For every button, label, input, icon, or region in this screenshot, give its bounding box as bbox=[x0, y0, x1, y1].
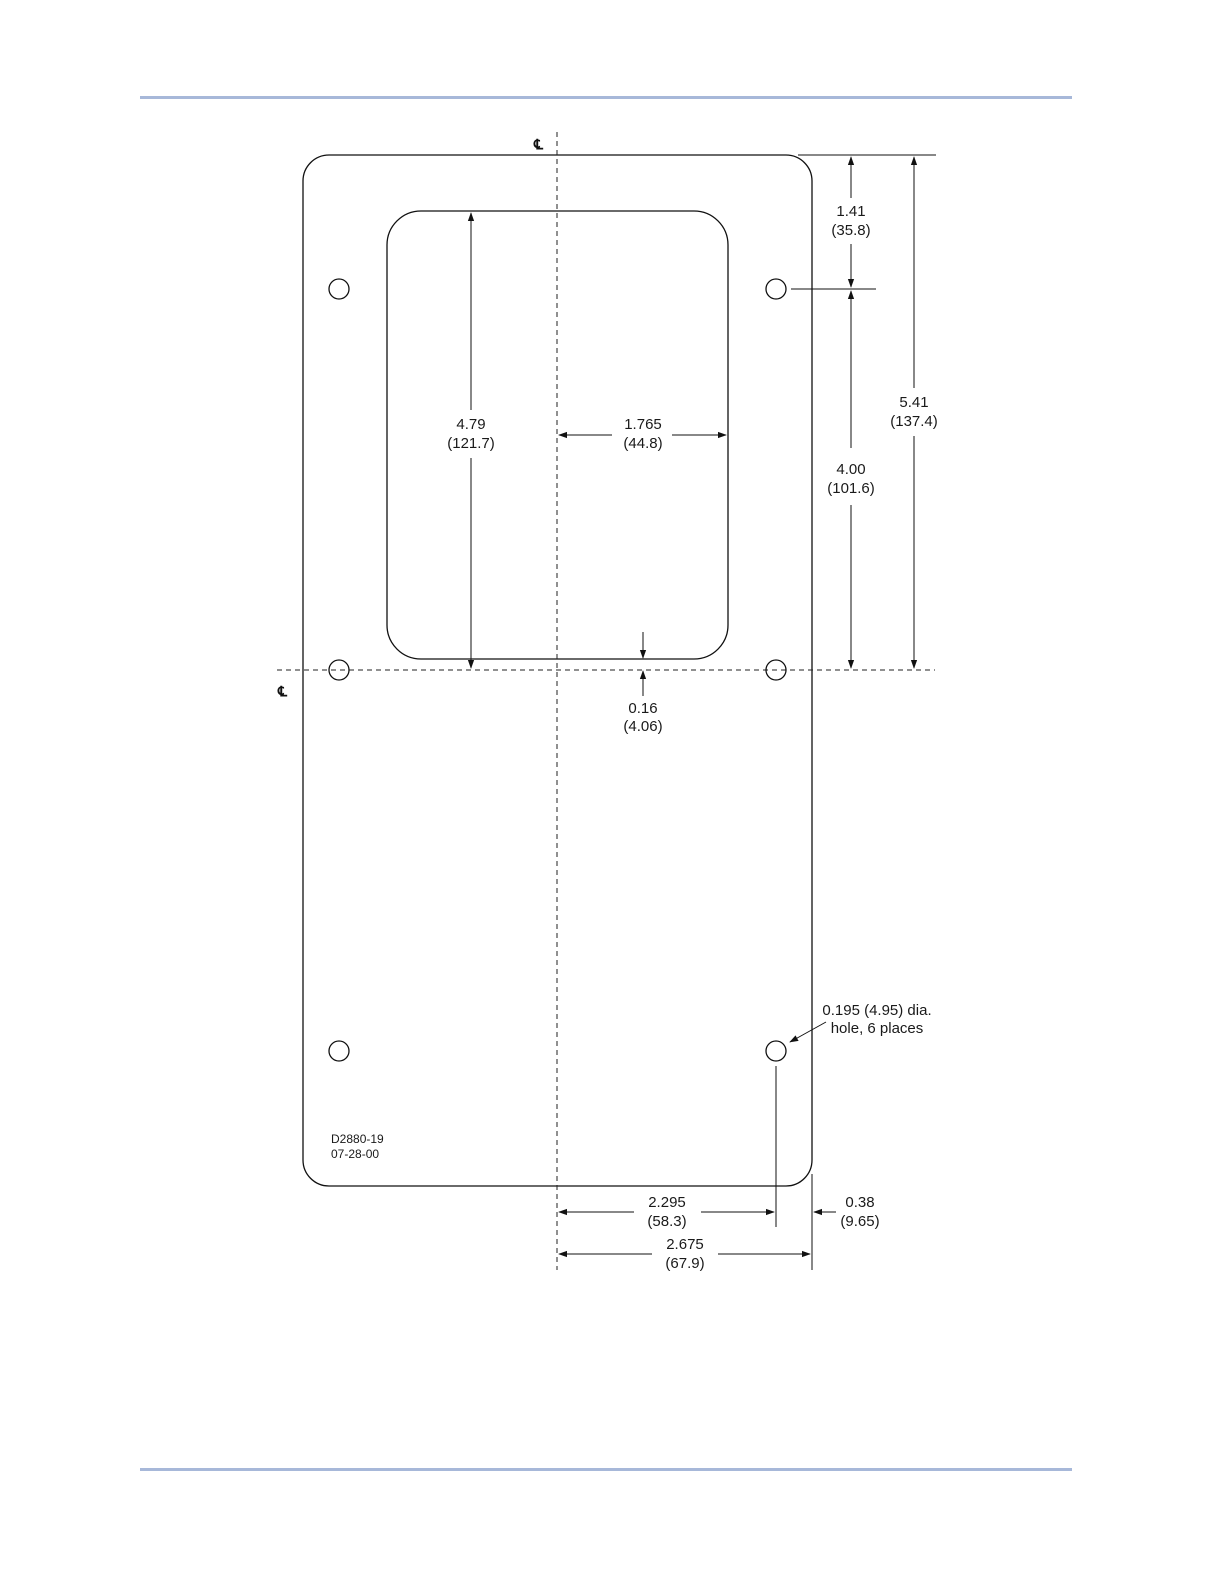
svg-text:2.675: 2.675 bbox=[666, 1236, 704, 1253]
svg-text:1.41: 1.41 bbox=[836, 203, 865, 220]
centerline-symbol-left: ℄ bbox=[277, 683, 288, 699]
svg-text:5.41: 5.41 bbox=[899, 394, 928, 411]
svg-text:(67.9): (67.9) bbox=[665, 1255, 704, 1272]
svg-text:4.79: 4.79 bbox=[456, 416, 485, 433]
dim-cutout-height: 4.79 (121.7) bbox=[447, 213, 495, 668]
mounting-hole bbox=[766, 1041, 786, 1061]
svg-text:(44.8): (44.8) bbox=[623, 435, 662, 452]
hole-callout: 0.195 (4.95) dia. hole, 6 places bbox=[790, 1002, 932, 1042]
svg-text:2.295: 2.295 bbox=[648, 1194, 686, 1211]
svg-text:1.765: 1.765 bbox=[624, 416, 662, 433]
mounting-hole bbox=[329, 1041, 349, 1061]
svg-text:(101.6): (101.6) bbox=[827, 480, 875, 497]
dim-hole-to-center: 4.00 (101.6) bbox=[827, 291, 875, 668]
dim-top-to-hole: 1.41 (35.8) bbox=[831, 157, 870, 287]
svg-text:(9.65): (9.65) bbox=[840, 1213, 879, 1230]
mounting-hole bbox=[766, 279, 786, 299]
dim-half-width: 2.675 (67.9) bbox=[559, 1236, 810, 1272]
svg-text:(4.06): (4.06) bbox=[623, 718, 662, 735]
dim-cutout-half-width: 1.765 (44.8) bbox=[559, 416, 726, 452]
svg-text:(58.3): (58.3) bbox=[647, 1213, 686, 1230]
dim-cutout-offset: 0.16 (4.06) bbox=[623, 632, 662, 735]
drawing-number: D2880-19 bbox=[331, 1132, 384, 1146]
svg-text:4.00: 4.00 bbox=[836, 461, 865, 478]
svg-text:hole, 6 places: hole, 6 places bbox=[831, 1020, 924, 1037]
dim-edge-margin: 0.38 (9.65) bbox=[814, 1194, 880, 1230]
svg-text:(35.8): (35.8) bbox=[831, 222, 870, 239]
svg-text:0.38: 0.38 bbox=[845, 1194, 874, 1211]
svg-text:(137.4): (137.4) bbox=[890, 413, 938, 430]
centerline-symbol-top: ℄ bbox=[533, 136, 544, 152]
dim-hole-x-offset: 2.295 (58.3) bbox=[559, 1194, 774, 1230]
svg-text:0.195 (4.95) dia.: 0.195 (4.95) dia. bbox=[822, 1002, 931, 1019]
svg-text:(121.7): (121.7) bbox=[447, 435, 495, 452]
dim-top-to-center: 5.41 (137.4) bbox=[890, 157, 938, 668]
svg-text:0.16: 0.16 bbox=[628, 700, 657, 717]
mounting-hole bbox=[329, 279, 349, 299]
drawing-date: 07-28-00 bbox=[331, 1147, 379, 1161]
